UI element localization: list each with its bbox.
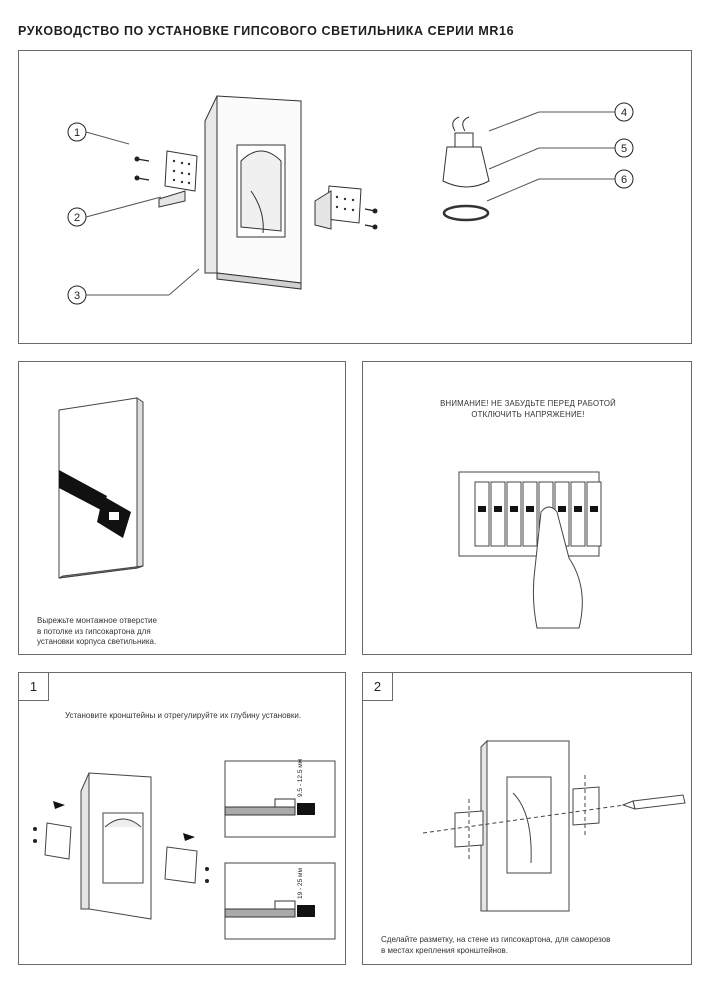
step-1-number: 1 [19, 673, 49, 701]
warning-text: ВНИМАНИЕ! НЕ ЗАБУДЬТЕ ПЕРЕД РАБОТОЙ ОТКЛ… [363, 398, 693, 420]
breaker-row [474, 481, 602, 547]
step-1-panel: 1 Установите кронштейны и отрегулируйте … [18, 672, 346, 965]
cutout-line-3: установки корпуса светильника. [37, 637, 157, 646]
cutout-line-2: в потолке из гипсокартона для [37, 626, 151, 636]
drywall-saw-illustration [58, 397, 144, 579]
page-title: РУКОВОДСТВО ПО УСТАНОВКЕ ГИПСОВОГО СВЕТИ… [18, 24, 515, 38]
warning-line-1: ВНИМАНИЕ! НЕ ЗАБУДЬТЕ ПЕРЕД РАБОТОЙ [440, 399, 616, 408]
breaker-panel-illustration [458, 471, 602, 629]
callout-6: 6 [621, 174, 627, 186]
warning-panel: ВНИМАНИЕ! НЕ ЗАБУДЬТЕ ПЕРЕД РАБОТОЙ ОТКЛ… [362, 361, 692, 655]
finger-icon [532, 506, 583, 629]
warning-line-2: ОТКЛЮЧИТЬ НАПРЯЖЕНИЕ! [471, 410, 585, 419]
pencil-icon [621, 794, 686, 810]
cutout-instructions: Вырежьте монтажное отверстие в потолке и… [37, 616, 157, 648]
callout-1: 1 [74, 127, 80, 139]
saw-icon [59, 470, 131, 538]
step-1-text: Установите кронштейны и отрегулируйте их… [64, 711, 302, 720]
step-2-text: Сделайте разметку, на стене из гипсокарт… [381, 935, 610, 956]
dimension-top: 9.5 - 12.5 мм [297, 758, 304, 797]
callout-2: 2 [74, 212, 80, 224]
dimension-bottom: 19 - 25 мм [297, 867, 304, 899]
step-2-number: 2 [363, 673, 393, 701]
cutout-panel: Вырежьте монтажное отверстие в потолке и… [18, 361, 346, 655]
step-2-diagram [422, 739, 686, 912]
callout-5: 5 [621, 143, 627, 155]
parts-panel: 1 2 3 4 5 6 [18, 50, 692, 344]
step-2-line-2: в местах крепления кронштейнов. [381, 945, 509, 955]
parts-diagram [67, 95, 634, 305]
step-2-panel: 2 Сделайте разметку, на стене из гипсока… [362, 672, 692, 965]
callout-3: 3 [74, 290, 80, 302]
parts-callout-labels: 1 2 3 4 5 6 [74, 107, 627, 302]
cutout-line-1: Вырежьте монтажное отверстие [37, 616, 157, 625]
callout-4: 4 [621, 107, 627, 119]
arrow-icon [53, 801, 195, 841]
step-1-diagram: 9.5 - 12.5 мм 19 - 25 мм [33, 758, 336, 940]
step-2-line-1: Сделайте разметку, на стене из гипсокарт… [381, 935, 611, 944]
